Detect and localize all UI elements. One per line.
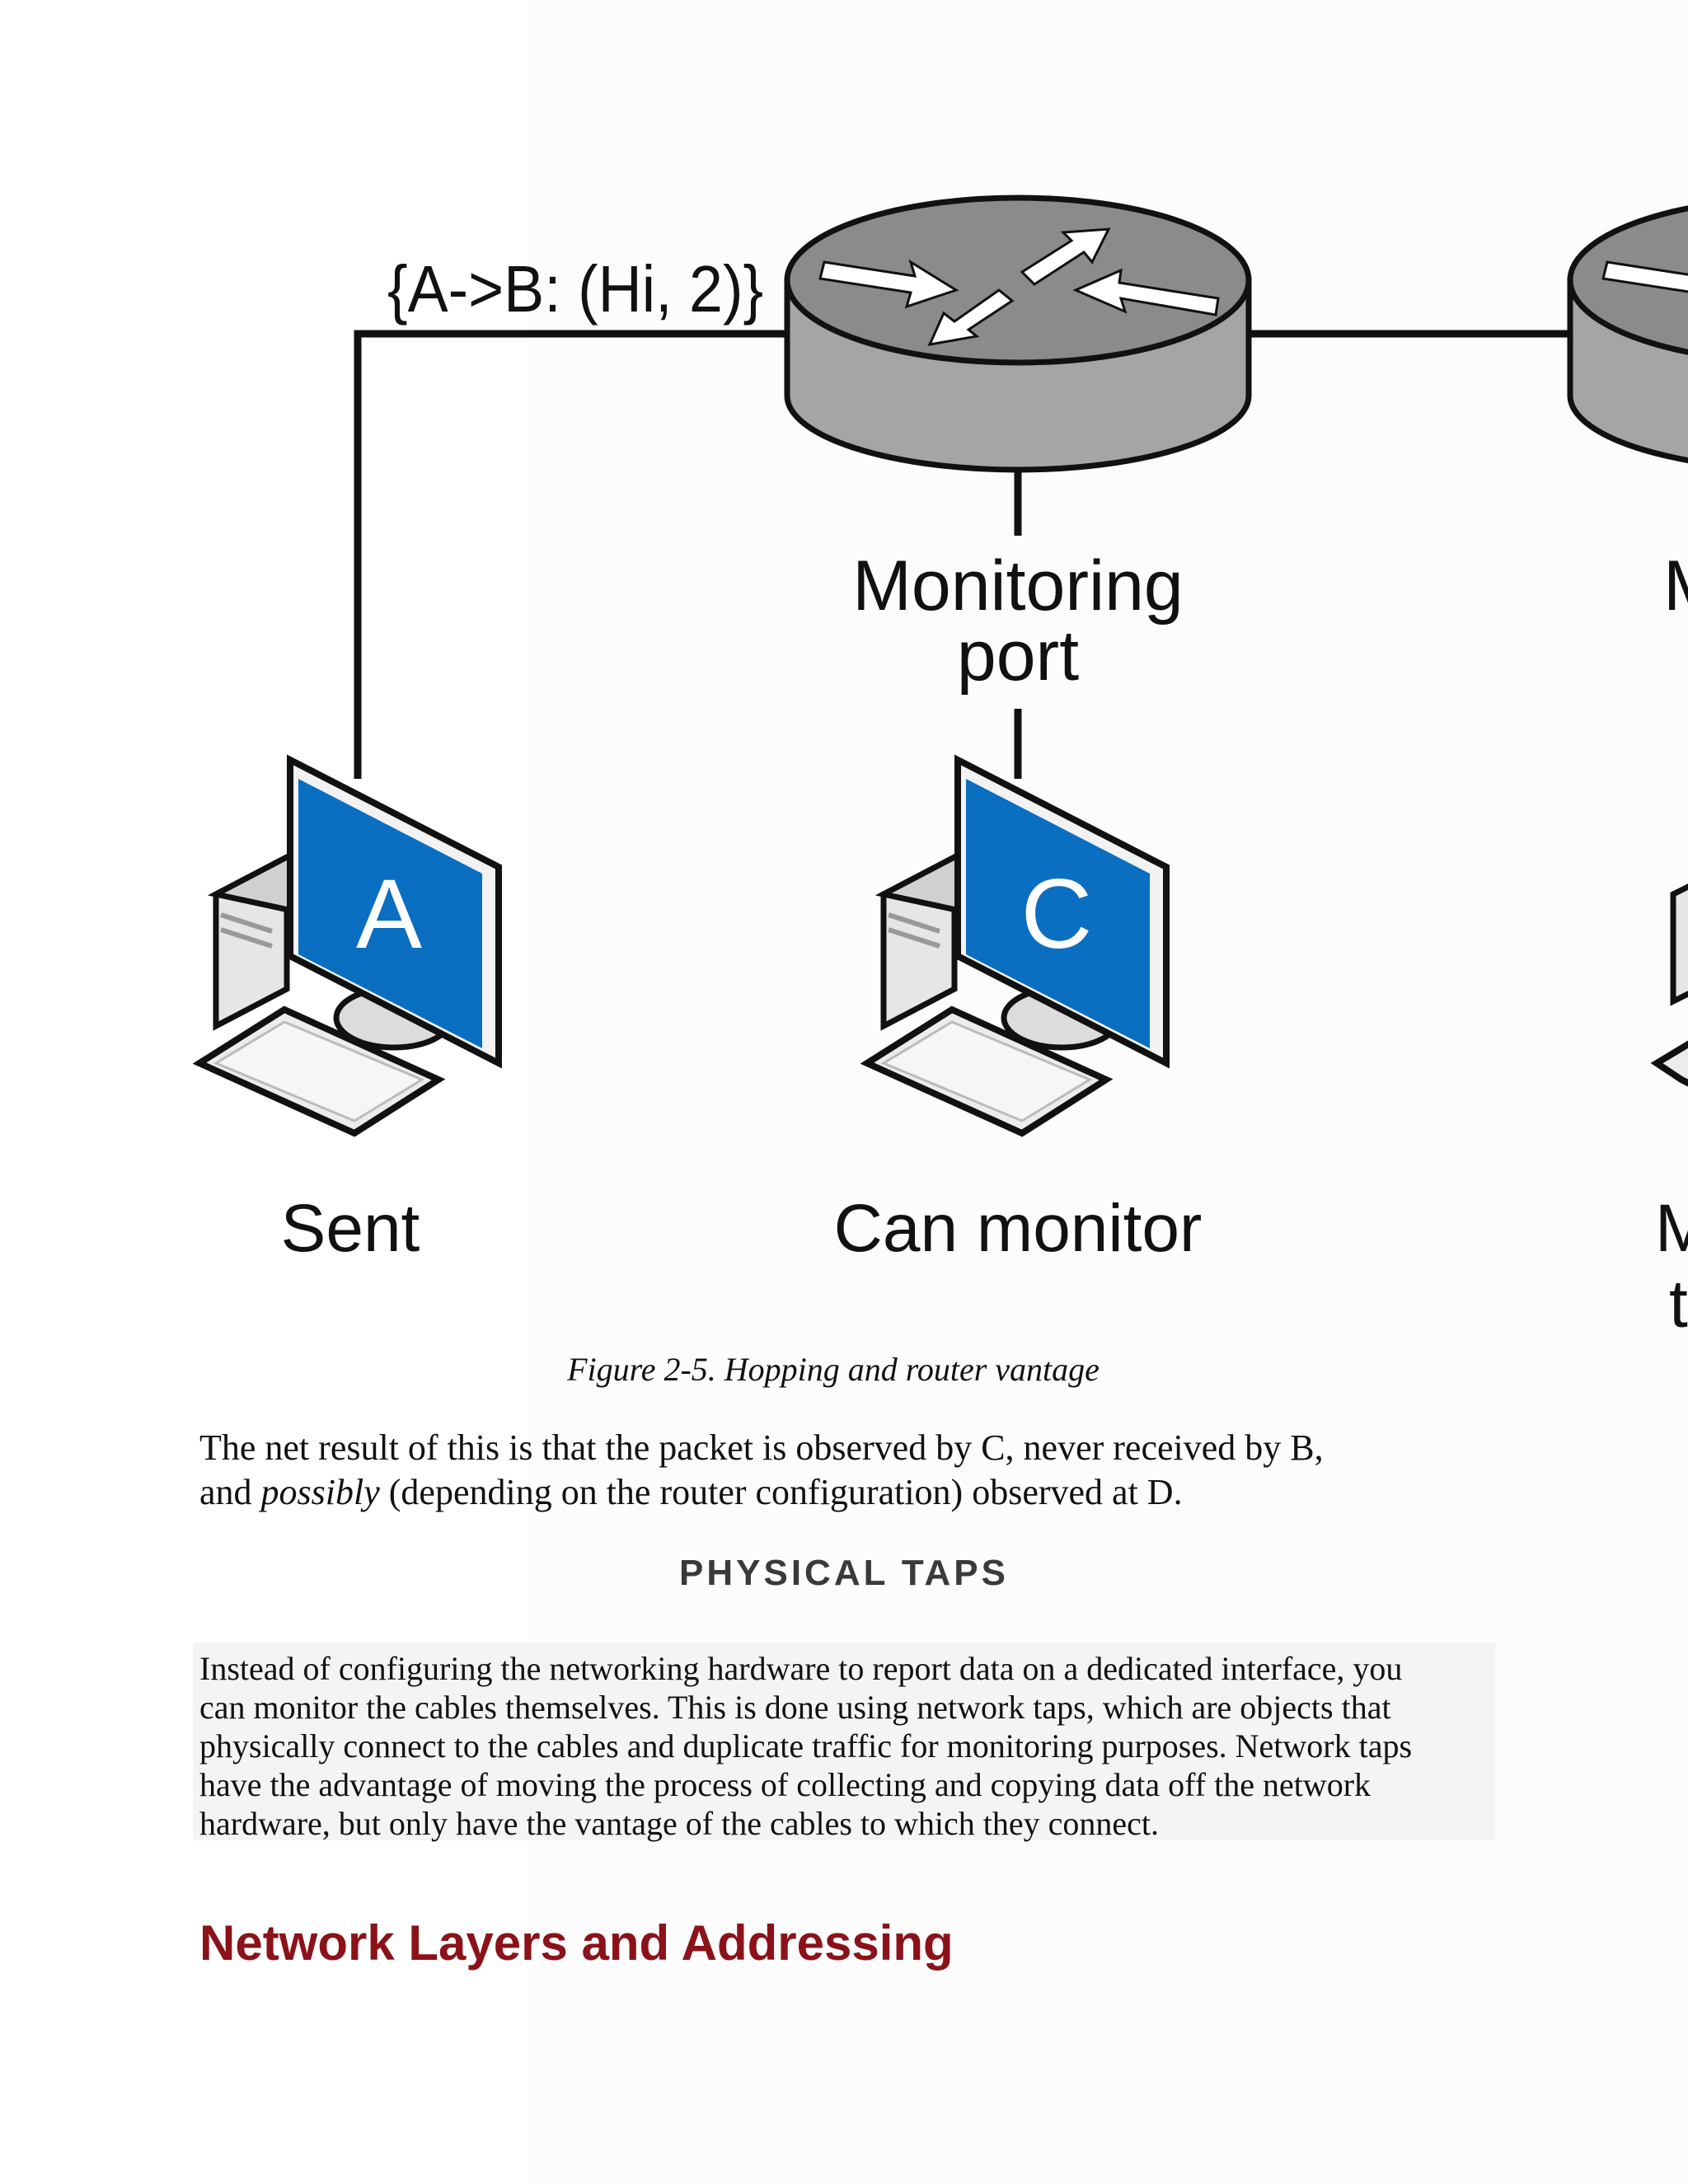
sidebar-box: Instead of configuring the networking ha… xyxy=(193,1643,1495,1842)
packet-label: {A->B: (Hi, 2)} xyxy=(387,252,763,326)
computer-c-icon: C xyxy=(860,754,1170,1137)
paragraph-line-1: The net result of this is that the packe… xyxy=(199,1427,1324,1468)
paragraph-emphasis: possibly xyxy=(260,1472,380,1512)
computer-c-letter: C xyxy=(1021,859,1093,969)
computer-a-letter: A xyxy=(356,859,422,969)
figure-caption: Figure 2-5. Hopping and router vantage xyxy=(0,1350,1688,1389)
computer-a-caption: Sent xyxy=(281,1191,420,1266)
sidebar-line: physically connect to the cables and dup… xyxy=(199,1727,1413,1765)
section-heading: Network Layers and Addressing xyxy=(199,1915,954,1971)
partial-label-monitoring: M xyxy=(1663,546,1688,626)
network-diagram: {A->B: (Hi, 2)} Monitoring port A xyxy=(192,194,1688,1342)
partial-label-computer-d-line1: M xyxy=(1655,1191,1688,1266)
monitoring-port-label-line1: Monitoring xyxy=(852,546,1184,626)
body-paragraph: The net result of this is that the packe… xyxy=(199,1426,1485,1515)
partial-label-computer-d-line2: t xyxy=(1669,1267,1688,1342)
computer-c-caption: Can monitor xyxy=(834,1191,1203,1266)
paragraph-line-2-prefix: and xyxy=(199,1472,261,1512)
link-a-to-router xyxy=(354,330,795,779)
router-icon xyxy=(1567,205,1688,464)
monitoring-port-label-line2: port xyxy=(957,616,1079,696)
sidebar-line: hardware, but only have the vantage of t… xyxy=(199,1805,1160,1842)
router-icon xyxy=(784,194,1252,473)
sidebar-line: can monitor the cables themselves. This … xyxy=(199,1689,1391,1726)
figure-caption-text: Figure 2-5. Hopping and router vantage xyxy=(567,1351,1100,1388)
computer-d-icon xyxy=(1650,883,1688,1087)
computer-a-icon: A xyxy=(192,754,502,1137)
sidebar-line: Instead of configuring the networking ha… xyxy=(199,1650,1403,1687)
sidebar-line: have the advantage of moving the process… xyxy=(199,1766,1372,1803)
paragraph-line-2-suffix: (depending on the router configuration) … xyxy=(379,1472,1183,1512)
sidebar-title: PHYSICAL TAPS xyxy=(679,1553,1009,1593)
